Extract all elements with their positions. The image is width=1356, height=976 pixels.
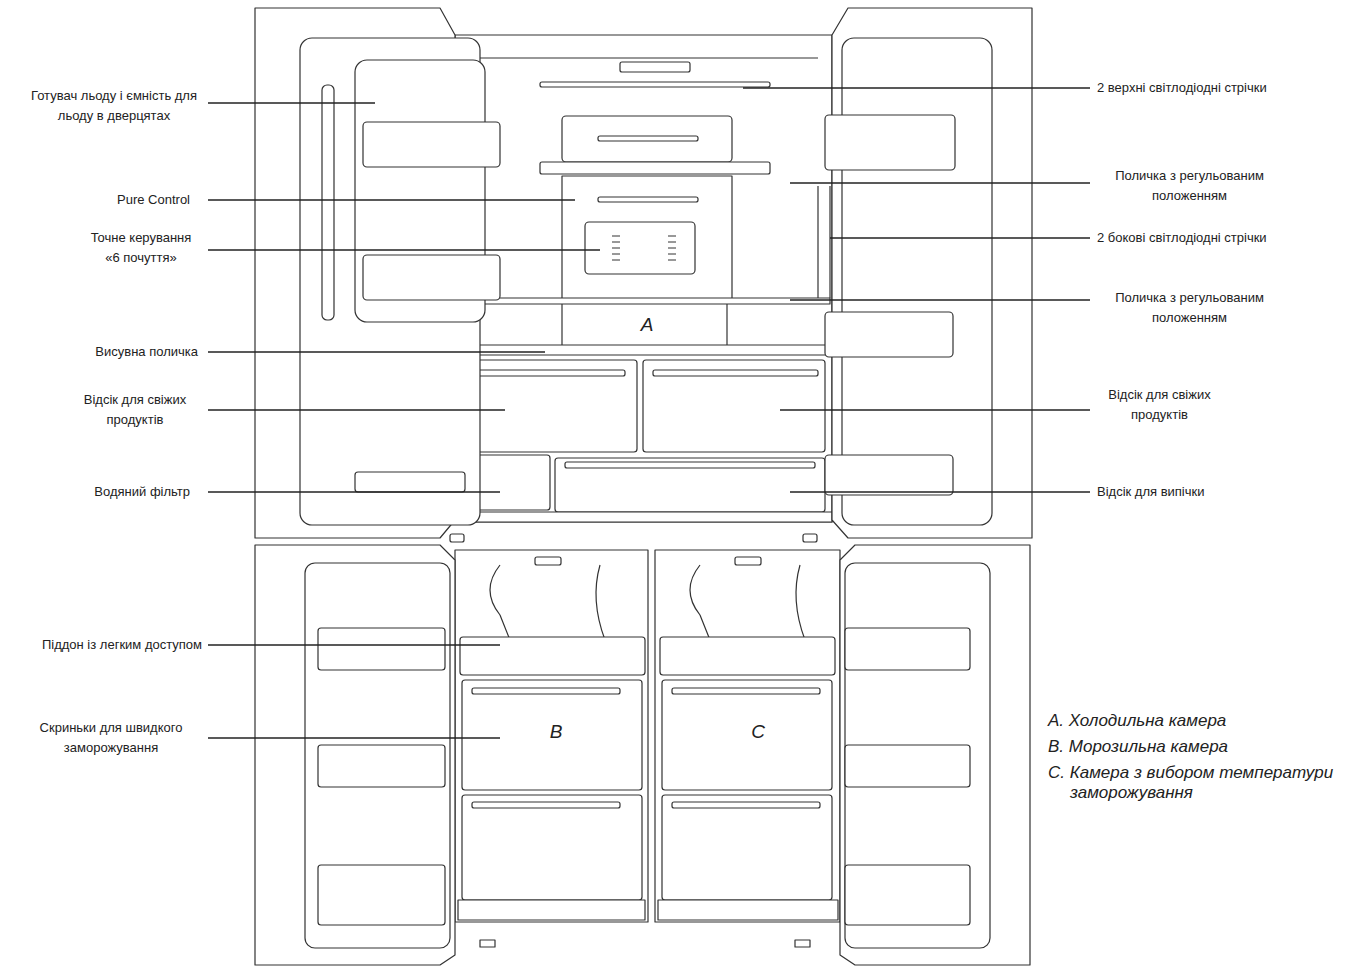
part-label: Скриньки для швидкого заморожування — [20, 718, 202, 758]
part-label: Водяний фільтр — [94, 482, 190, 502]
part-label: Поличка з регульованим положенням — [1097, 166, 1282, 206]
part-label: Готувач льоду і ємність для льоду в двер… — [28, 86, 200, 126]
key-line: A. Холодильна камера — [1048, 711, 1226, 731]
part-label: 2 бокові світлодіодні стрічки — [1097, 228, 1267, 248]
zone-letter: A — [641, 314, 654, 336]
key-line: B. Морозильна камера — [1048, 737, 1228, 757]
key-line: C. Камера з вибором температури заморожу… — [1048, 763, 1338, 803]
part-label: Точне керування «6 почуття» — [82, 228, 200, 268]
part-label: Поличка з регульованим положенням — [1097, 288, 1282, 328]
part-label: Відсік для свіжих продуктів — [1097, 385, 1222, 425]
zone-letter: C — [751, 721, 765, 743]
part-label: Відсік для свіжих продуктів — [70, 390, 200, 430]
part-label: Відсік для випічки — [1097, 482, 1204, 502]
part-label: 2 верхні світлодіодні стрічки — [1097, 78, 1267, 98]
part-label: Піддон із легким доступом — [42, 635, 202, 655]
zone-letter: B — [550, 721, 563, 743]
part-label: Pure Control — [117, 190, 190, 210]
part-label: Висувна поличка — [95, 342, 198, 362]
leader-lines — [208, 88, 1090, 738]
